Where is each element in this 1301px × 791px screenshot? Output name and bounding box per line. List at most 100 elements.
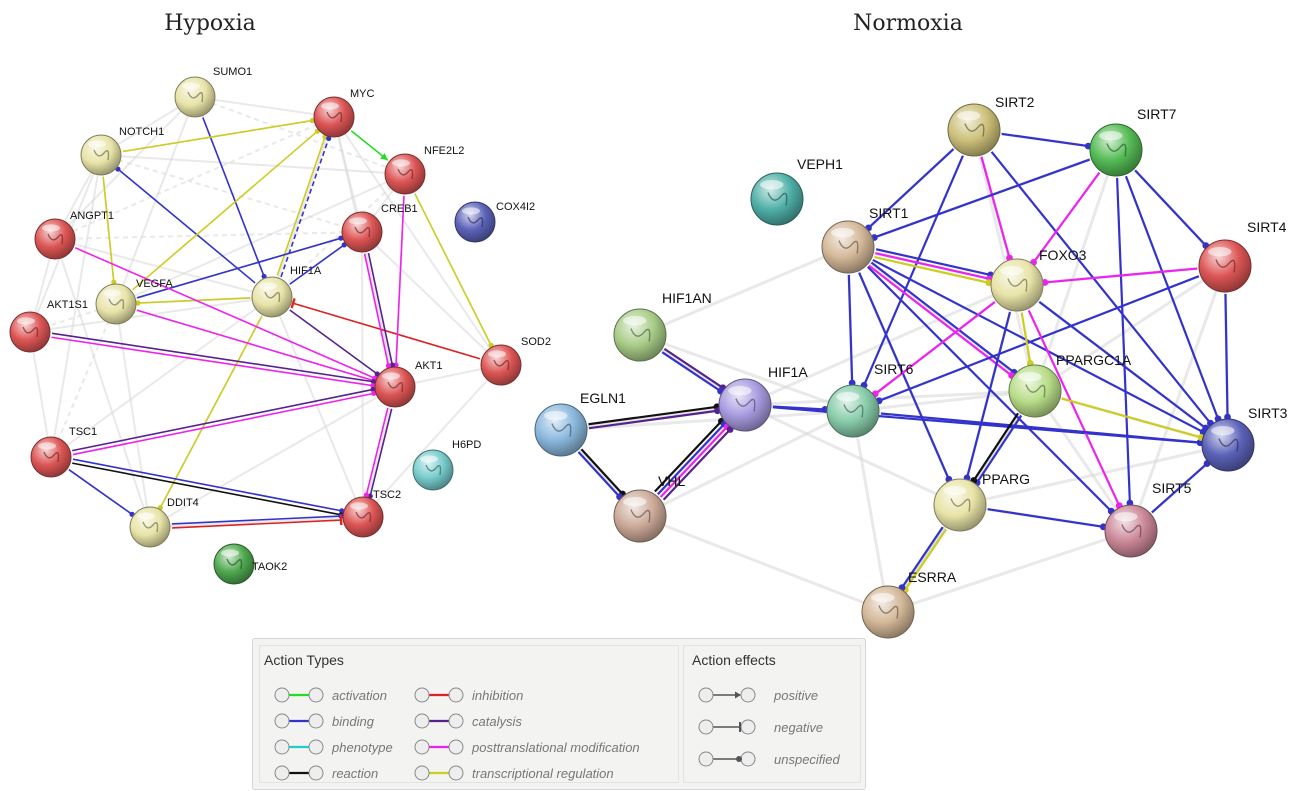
- protein-structure-glyph: [735, 398, 756, 412]
- node-pparg-normoxia[interactable]: PPARG: [933, 471, 1030, 532]
- edge-sirt2-sirt1-binding: [867, 148, 955, 229]
- unspecified-dot-marker: [393, 362, 399, 368]
- node-label: PPARG: [982, 471, 1030, 487]
- edge-akt1-tsc2-posttranslational-modification: [365, 407, 389, 496]
- legend-type-posttranslational-modification: posttranslational modification: [414, 739, 640, 755]
- legend-node-swatch: [448, 713, 464, 729]
- legend-type-label: phenotype: [331, 740, 393, 755]
- edge-notch1-vegfa-transcriptional-regulation: [102, 176, 115, 283]
- association-edge: [100, 154, 406, 175]
- node-myc-hypoxia[interactable]: MYC: [313, 88, 375, 138]
- node-sirt3-normoxia[interactable]: SIRT3: [1201, 405, 1288, 472]
- unspecified-dot-marker: [370, 386, 376, 393]
- node-egln1-normoxia[interactable]: EGLN1: [534, 390, 626, 457]
- protein-structure-glyph: [425, 464, 442, 476]
- node-ppargc1a-normoxia[interactable]: PPARGC1A: [1008, 352, 1132, 418]
- node-label: COX4I2: [496, 201, 535, 213]
- legend-node-swatch: [448, 739, 464, 755]
- unspecified-dot-marker: [363, 492, 369, 498]
- node-ddit4-hypoxia[interactable]: DDIT4: [129, 497, 199, 548]
- node-angpt1-hypoxia[interactable]: ANGPT1: [34, 210, 114, 260]
- node-vegfa-hypoxia[interactable]: VEGFA: [95, 278, 173, 325]
- protein-structure-glyph: [142, 521, 159, 533]
- legend-node-swatch: [274, 713, 290, 729]
- legend-effect-label: negative: [774, 720, 823, 735]
- node-akt1-hypoxia[interactable]: AKT1: [374, 360, 443, 408]
- legend-type-label: catalysis: [472, 714, 522, 729]
- node-tsc2-hypoxia[interactable]: TSC2: [342, 489, 401, 538]
- node-vhl-normoxia[interactable]: VHL: [613, 473, 685, 543]
- node-label: VEGFA: [136, 278, 173, 290]
- action-types-title: Action Types: [264, 652, 344, 668]
- node-label: NOTCH1: [119, 126, 164, 138]
- association-edge: [1129, 265, 1227, 532]
- edge-hif1a-akt1-catalysis: [289, 309, 378, 375]
- node-sirt2-normoxia[interactable]: SIRT2: [947, 94, 1035, 157]
- node-creb1-hypoxia[interactable]: CREB1: [341, 203, 418, 253]
- legend-type-label: binding: [332, 714, 375, 729]
- association-edge: [1034, 264, 1226, 393]
- edge-sirt7-sirt3-binding: [1124, 175, 1220, 420]
- edge-sirt2-foxo3-posttranslational-modification: [980, 156, 1011, 259]
- edge-hif1an-hif1a-catalysis: [663, 347, 724, 389]
- edge-sirt2-sirt7-binding: [1001, 132, 1089, 148]
- node-esrra-normoxia[interactable]: ESRRA: [861, 569, 957, 639]
- association-edge: [851, 410, 890, 613]
- sphere-highlight: [544, 411, 568, 421]
- arrowhead-marker: [735, 691, 741, 699]
- association-edge: [54, 238, 273, 298]
- node-sirt7-normoxia[interactable]: SIRT7: [1089, 106, 1177, 177]
- normoxia-title: Normoxia: [853, 11, 963, 36]
- node-label: SIRT3: [1248, 405, 1288, 421]
- sphere-highlight: [831, 228, 855, 238]
- hypoxia-title: Hypoxia: [164, 11, 256, 36]
- node-sirt4-normoxia[interactable]: SIRT4: [1198, 219, 1287, 293]
- legend-node-swatch: [414, 687, 430, 703]
- legend-node-swatch: [308, 687, 324, 703]
- association-edge: [54, 96, 196, 240]
- node-akt1s1-hypoxia[interactable]: AKT1S1: [9, 299, 88, 353]
- node-cox4i2-hypoxia[interactable]: COX4I2: [454, 201, 535, 243]
- association-edge: [29, 331, 52, 458]
- node-hif1a-hypoxia[interactable]: HIF1A: [251, 265, 322, 318]
- node-sumo1-hypoxia[interactable]: SUMO1: [174, 66, 252, 118]
- sphere-highlight: [1211, 426, 1235, 436]
- association-edge: [271, 173, 406, 298]
- protein-structure-glyph: [47, 233, 64, 245]
- node-tsc1-hypoxia[interactable]: TSC1: [30, 426, 97, 478]
- node-sirt5-normoxia[interactable]: SIRT5: [1104, 480, 1192, 558]
- edge-notch1-myc-transcriptional-regulation: [122, 119, 313, 153]
- node-sirt1-normoxia[interactable]: SIRT1: [821, 205, 909, 274]
- edge-ppargc1a-sirt3-transcriptional-regulation: [1061, 397, 1202, 439]
- edge-vegfa-creb1-binding: [136, 237, 342, 299]
- node-foxo3-normoxia[interactable]: FOXO3: [990, 247, 1087, 312]
- edge-creb1-akt1-catalysis: [367, 252, 394, 366]
- legend-node-swatch: [740, 751, 756, 767]
- node-sirt6-normoxia[interactable]: SIRT6: [826, 361, 914, 438]
- node-notch1-hypoxia[interactable]: NOTCH1: [80, 126, 164, 176]
- node-label: HIF1A: [768, 364, 808, 380]
- node-taok2-hypoxia[interactable]: TAOK2: [213, 543, 287, 585]
- protein-structure-glyph: [355, 511, 372, 523]
- node-hif1a-normoxia[interactable]: HIF1A: [718, 364, 808, 432]
- legend-node-swatch: [414, 765, 430, 781]
- sphere-highlight: [350, 502, 368, 510]
- association-edge: [744, 389, 1036, 407]
- association-edge: [852, 389, 1036, 413]
- node-sod2-hypoxia[interactable]: SOD2: [480, 336, 551, 386]
- protein-structure-glyph: [22, 326, 39, 338]
- node-veph1-normoxia[interactable]: VEPH1: [750, 156, 843, 226]
- protein-structure-glyph: [630, 509, 651, 523]
- unspecified-dot-marker: [326, 135, 332, 142]
- node-label: SIRT4: [1247, 219, 1287, 235]
- association-edge: [362, 364, 502, 518]
- node-hif1an-normoxia[interactable]: HIF1AN: [613, 290, 712, 362]
- association-edge: [54, 231, 363, 240]
- legend-type-activation: activation: [274, 687, 387, 703]
- node-h6pd-hypoxia[interactable]: H6PD: [412, 439, 481, 491]
- legend-type-phenotype: phenotype: [274, 739, 393, 755]
- node-nfe2l2-hypoxia[interactable]: NFE2L2: [384, 145, 464, 195]
- arrowhead-marker: [380, 153, 388, 161]
